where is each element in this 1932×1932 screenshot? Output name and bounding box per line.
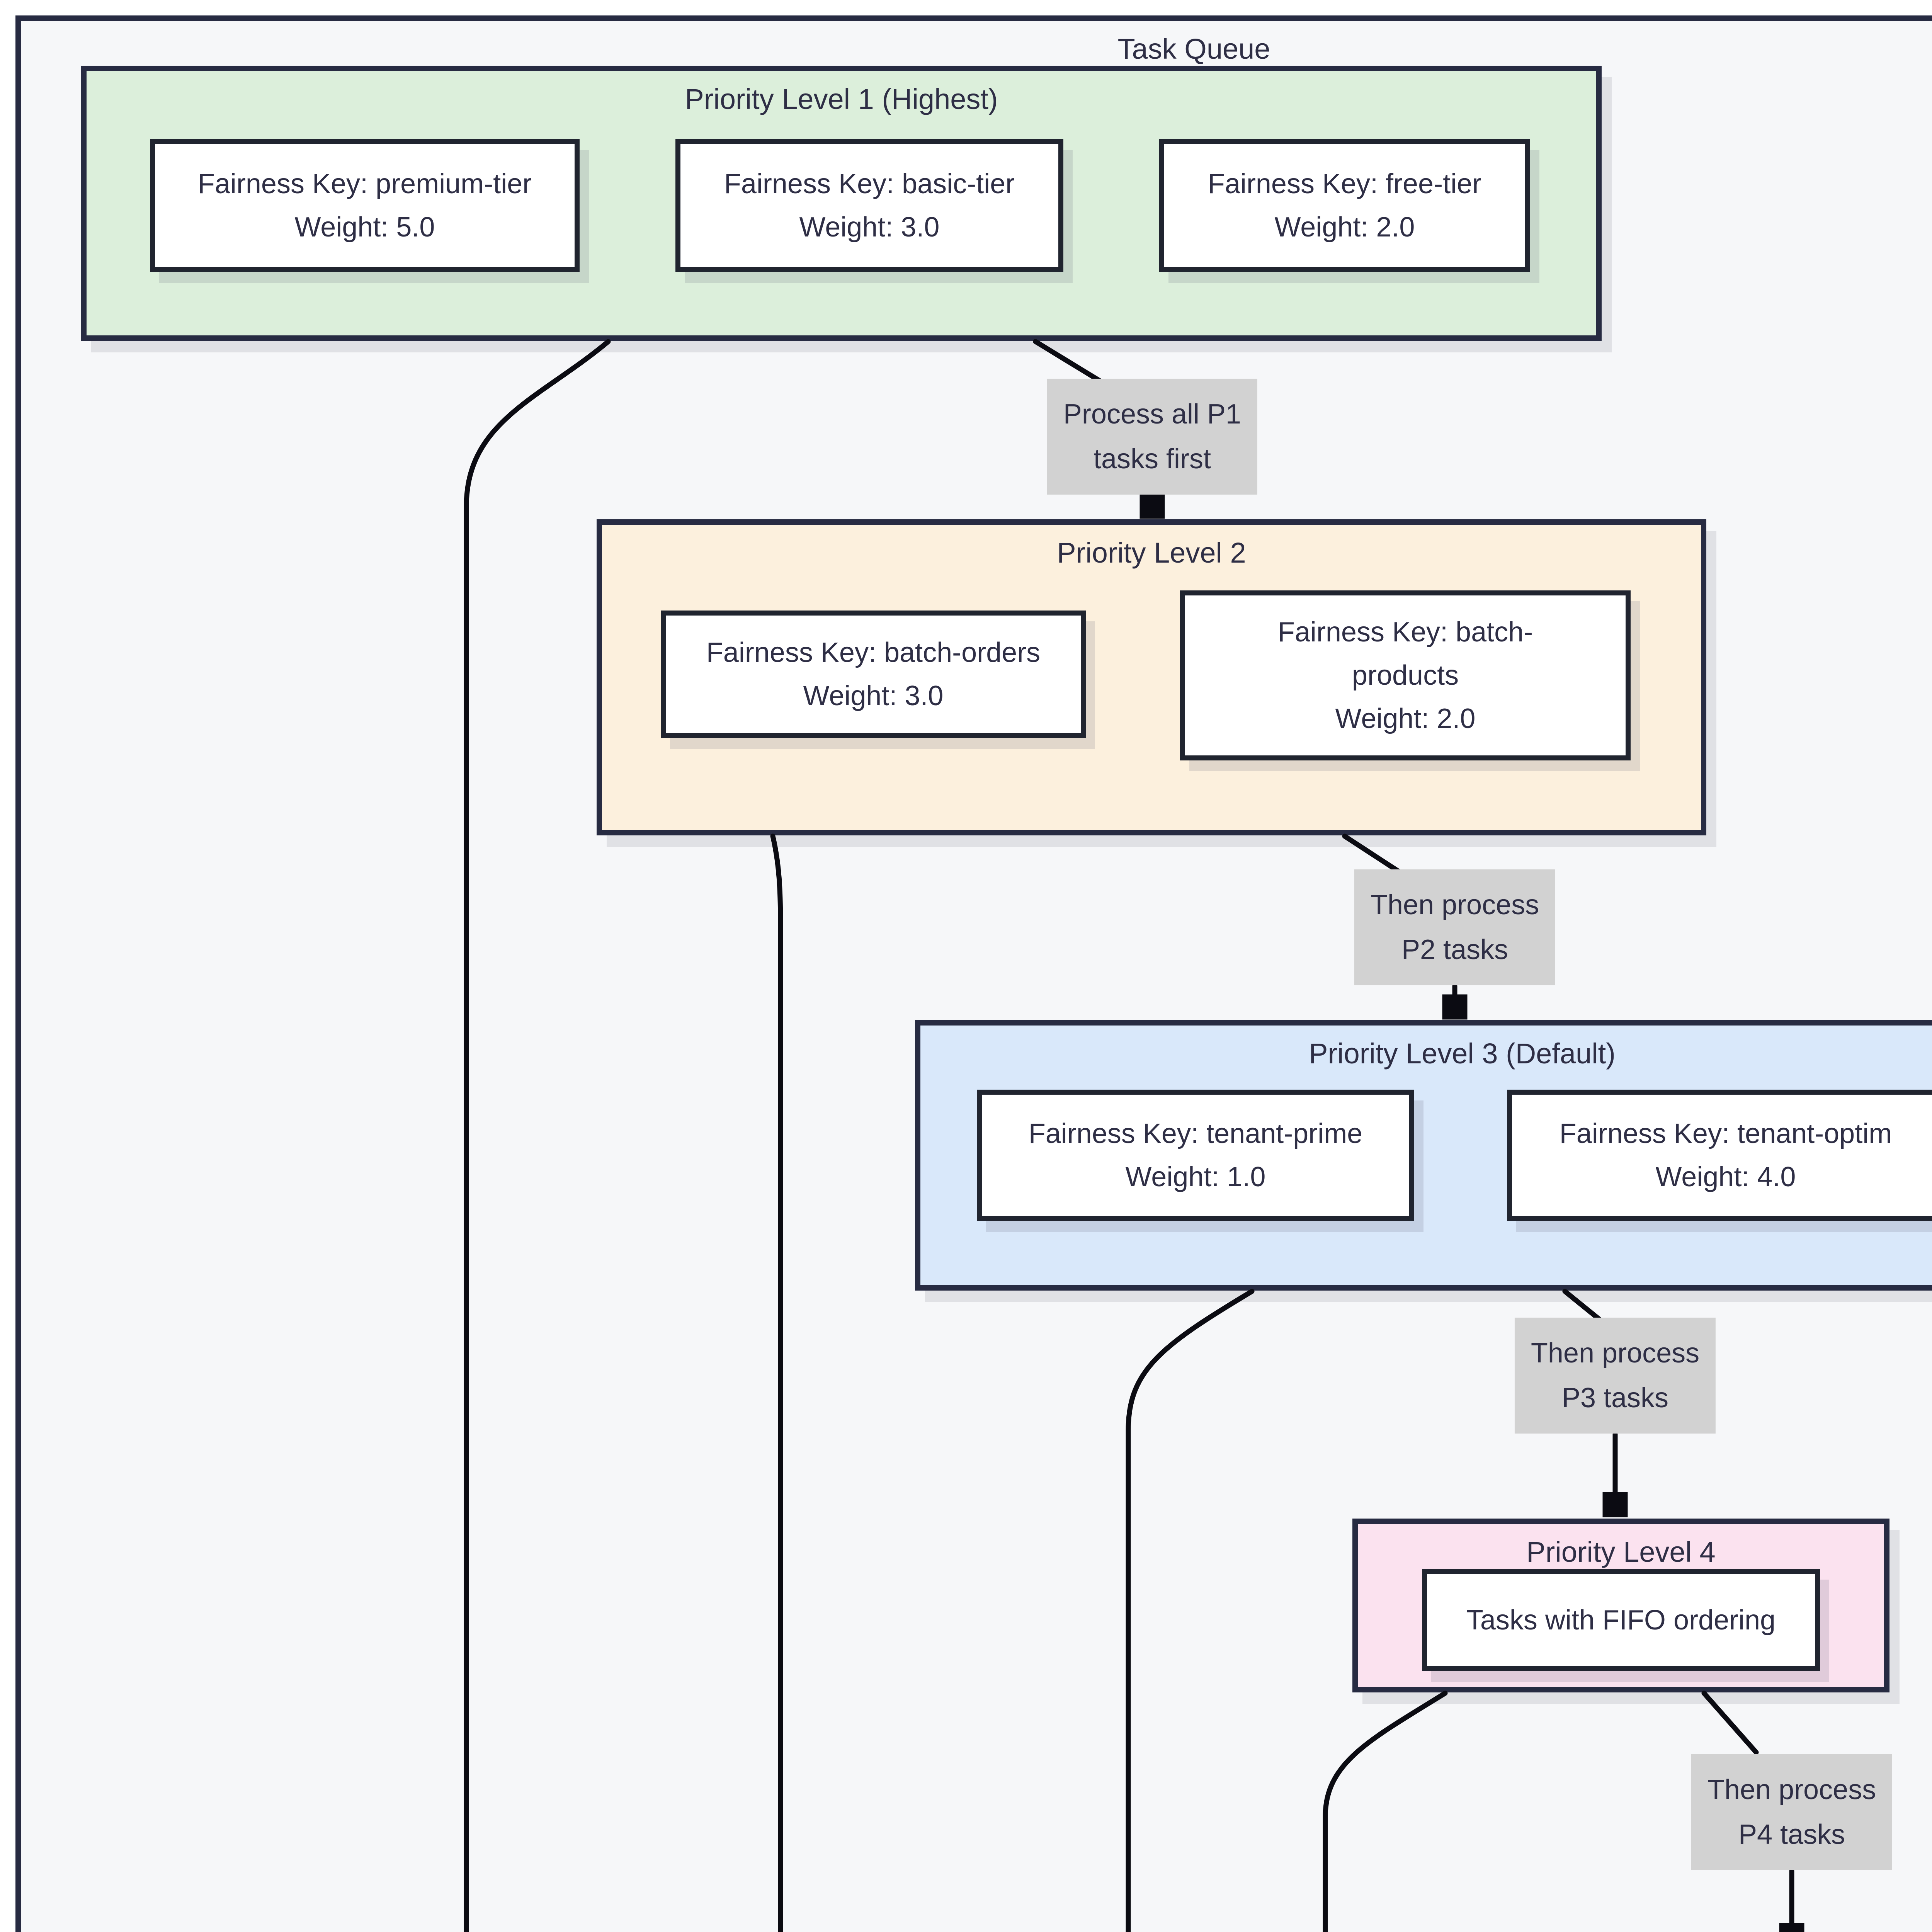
edge-label-process-p4: Then process P4 tasks [1691, 1754, 1893, 1870]
edge-label-line: Then process [1707, 1774, 1876, 1805]
node-text-line: Weight: 3.0 [799, 212, 940, 243]
node-text-line: Fairness Key: batch-orders [706, 637, 1041, 668]
node-free-tier: Fairness Key: free-tier Weight: 2.0 [1159, 139, 1530, 272]
task-queue-title: Task Queue [1117, 33, 1270, 65]
node-text-line: Tasks with FIFO ordering [1466, 1604, 1776, 1636]
node-batch-products: Fairness Key: batch- products Weight: 2.… [1180, 590, 1631, 760]
node-text-line: Fairness Key: free-tier [1208, 168, 1482, 199]
node-text-line: Fairness Key: tenant-optim [1559, 1118, 1892, 1149]
edge-label-line: P3 tasks [1561, 1383, 1669, 1413]
node-text-line: Fairness Key: batch- [1277, 617, 1533, 648]
edge-label-line: Then process [1531, 1338, 1700, 1369]
edge-label-process-p1: Process all P1 tasks first [1047, 379, 1258, 495]
edge-label-line: Then process [1370, 889, 1539, 920]
priority-level-3-title: Priority Level 3 (Default) [1309, 1037, 1616, 1070]
node-text-line: Fairness Key: premium-tier [197, 168, 532, 199]
node-text-line: Weight: 3.0 [803, 680, 944, 711]
node-text-line: Weight: 1.0 [1125, 1162, 1266, 1192]
node-fifo-p4: Tasks with FIFO ordering [1422, 1569, 1820, 1671]
edge-label-process-p2: Then process P2 tasks [1354, 869, 1556, 985]
node-text-line: Weight: 2.0 [1274, 212, 1415, 243]
priority-level-4-title: Priority Level 4 [1526, 1536, 1716, 1568]
node-text-line: Fairness Key: tenant-prime [1028, 1118, 1363, 1149]
node-tenant-optim: Fairness Key: tenant-optim Weight: 4.0 [1507, 1090, 1932, 1221]
edge-label-line: P2 tasks [1401, 934, 1509, 965]
node-text-line: Fairness Key: basic-tier [724, 168, 1015, 199]
edge-label-line: P4 tasks [1738, 1819, 1845, 1850]
priority-level-1-title: Priority Level 1 (Highest) [685, 83, 998, 115]
node-text-line: products [1352, 660, 1459, 691]
edge-label-line: tasks first [1093, 444, 1211, 474]
node-tenant-prime: Fairness Key: tenant-prime Weight: 1.0 [977, 1090, 1414, 1221]
node-text-line: Weight: 5.0 [294, 212, 435, 243]
node-text-line: Weight: 4.0 [1655, 1162, 1796, 1192]
node-text-line: Weight: 2.0 [1335, 703, 1476, 734]
node-batch-orders: Fairness Key: batch-orders Weight: 3.0 [661, 611, 1086, 738]
node-basic-tier: Fairness Key: basic-tier Weight: 3.0 [675, 139, 1063, 272]
node-premium-tier: Fairness Key: premium-tier Weight: 5.0 [150, 139, 580, 272]
priority-level-2-title: Priority Level 2 [1057, 537, 1246, 569]
edge-label-line: Process all P1 [1063, 399, 1242, 430]
edge-label-process-p3: Then process P3 tasks [1514, 1318, 1716, 1434]
